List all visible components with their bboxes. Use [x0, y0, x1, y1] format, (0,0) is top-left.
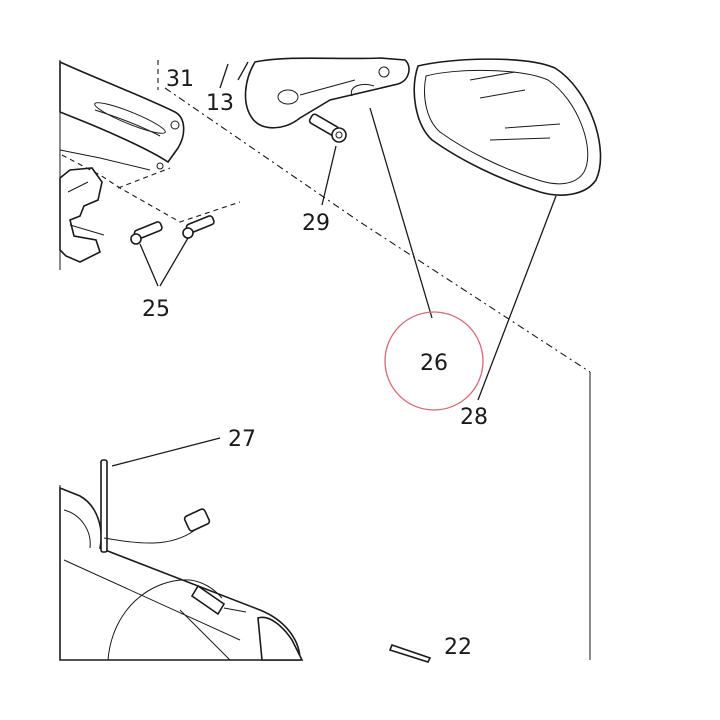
label-22: 22	[444, 635, 472, 660]
screw-29	[308, 113, 347, 206]
label-31: 31	[166, 67, 194, 92]
screw-25-guides	[61, 154, 241, 223]
part-labels: 31 13 29 25 26 28 27 22	[142, 67, 488, 660]
cover-part	[369, 58, 602, 401]
label-25: 25	[142, 297, 170, 322]
label-26: 26	[420, 351, 448, 376]
lower-handle-assembly	[59, 437, 432, 663]
label-29: 29	[302, 211, 330, 236]
dash-dot-centerline	[157, 60, 591, 373]
leader-lines-31-13	[219, 61, 249, 89]
label-28: 28	[460, 405, 488, 430]
screw-25-left	[130, 221, 163, 245]
label-13: 13	[206, 91, 234, 116]
label-27: 27	[228, 427, 256, 452]
screw-25-right	[182, 215, 215, 239]
upper-left-frame-part	[59, 60, 185, 263]
bracket-part	[244, 57, 410, 129]
highlight-circle-26	[384, 311, 484, 411]
leader-lines-25	[139, 237, 189, 287]
